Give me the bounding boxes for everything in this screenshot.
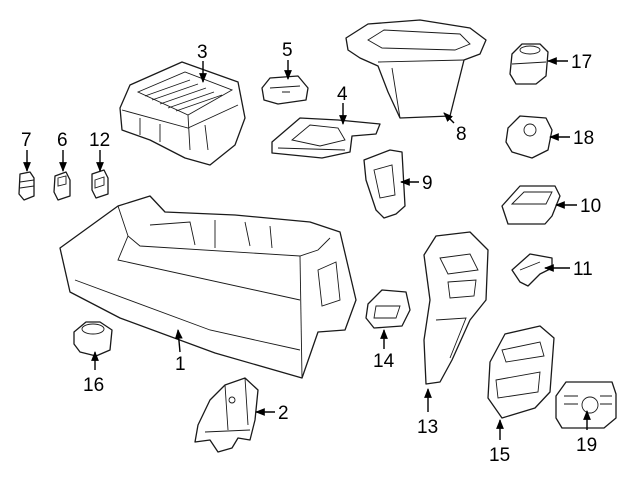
callout-4: 4 [337,84,348,105]
part-2-bracket[interactable] [194,377,259,453]
part-17-knob-module[interactable] [509,43,549,85]
callout-2: 2 [278,403,289,424]
part-1-console-body[interactable] [59,195,357,379]
part-19-control-panel[interactable] [555,381,617,429]
part-5-module[interactable] [261,75,309,105]
part-14-bezel[interactable] [365,289,411,329]
callout-11: 11 [573,259,593,280]
callout-13: 13 [417,417,438,438]
callout-1: 1 [175,354,186,375]
leader-lines [23,57,591,440]
callout-8: 8 [456,124,467,145]
callout-19: 19 [576,435,597,456]
callout-16: 16 [83,375,104,396]
part-18-control-switch[interactable] [505,115,553,159]
part-7-connector[interactable] [18,171,35,201]
callout-18: 18 [573,128,594,149]
part-11-clip[interactable] [511,253,553,287]
callout-14: 14 [373,351,395,372]
part-9-side-bracket[interactable] [363,149,406,219]
callout-6: 6 [57,130,68,151]
part-13-rear-panel[interactable] [423,231,489,385]
callout-15: 15 [489,445,510,466]
callout-10: 10 [580,196,601,217]
part-3-storage-module[interactable] [119,61,246,166]
leader-1 [174,329,183,353]
callout-5: 5 [282,40,293,61]
part-15-rear-control[interactable] [487,325,555,419]
leader-8 [443,112,455,124]
part-12-switch[interactable] [91,169,109,199]
part-4-trim-panel[interactable] [271,117,381,159]
part-16-knob[interactable] [73,321,113,357]
callout-7: 7 [21,130,32,151]
callout-17: 17 [571,52,592,73]
part-6-switch[interactable] [53,171,71,201]
callout-12: 12 [89,130,110,151]
part-8-armrest[interactable] [345,19,487,119]
callout-3: 3 [197,42,208,63]
callout-9: 9 [422,173,433,194]
callout-labels: 1 2 3 4 5 6 7 8 9 10 11 12 13 14 15 16 1… [21,40,601,466]
part-10-tray[interactable] [501,185,561,225]
